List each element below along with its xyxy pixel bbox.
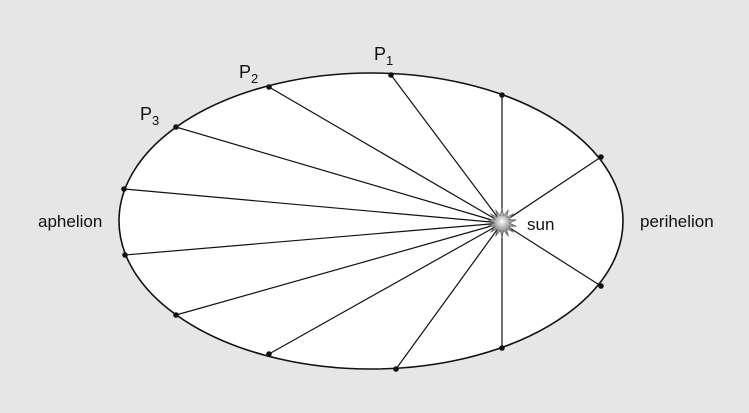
radius-line [123, 188, 503, 224]
sun-label: sun [527, 215, 554, 234]
radius-line [268, 86, 503, 224]
orbit-point [121, 186, 127, 192]
point-p3-label: P3 [140, 104, 159, 128]
orbit-points [121, 72, 604, 372]
radius-line [175, 126, 503, 224]
radius-line [501, 222, 602, 287]
orbit-point [598, 154, 604, 160]
orbit-point [388, 72, 394, 78]
radius-line [175, 222, 503, 316]
orbit-point [266, 351, 272, 357]
orbit-point [499, 345, 505, 351]
radius-lines [123, 74, 602, 370]
aphelion-label: aphelion [38, 212, 102, 231]
perihelion-label: perihelion [640, 212, 714, 231]
orbit-point [173, 312, 179, 318]
point-p2-label: P2 [239, 62, 258, 86]
orbit-point [499, 92, 505, 98]
orbit-point [266, 84, 272, 90]
radius-line [395, 222, 503, 370]
radius-line [501, 156, 602, 224]
orbit-point [393, 366, 399, 372]
orbit-point [122, 252, 128, 258]
orbit-point [598, 283, 604, 289]
radius-line [390, 74, 503, 224]
orbit-point [173, 124, 179, 130]
radius-line [268, 222, 503, 355]
radius-line [124, 222, 503, 256]
sun-icon [487, 207, 517, 239]
point-p1-label: P1 [374, 44, 393, 68]
